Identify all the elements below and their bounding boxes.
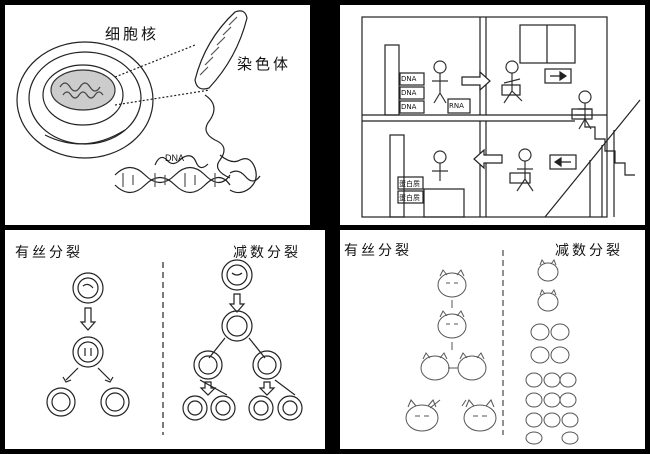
division-creatures-illustration xyxy=(405,250,579,445)
dna-label: DNA xyxy=(165,153,185,163)
meiosis-creatures xyxy=(525,258,579,445)
nucleus-label: 细胞核 xyxy=(105,25,160,43)
chromosome xyxy=(194,10,248,90)
arrow-left-icon xyxy=(473,148,503,170)
panel-division-creatures: 有丝分裂 减数分裂 xyxy=(340,230,645,449)
mitosis-cells xyxy=(46,272,130,417)
mitosis-label: 有丝分裂 xyxy=(344,243,412,259)
division-cells-illustration xyxy=(46,259,303,435)
panel-protein-factory: DNA DNA DNA RNA 蛋白质 蛋白质 xyxy=(340,5,645,225)
rna-box-label: RNA xyxy=(449,102,464,110)
chromosome-label: 染色体 xyxy=(237,55,292,73)
cell-illustration xyxy=(16,10,261,194)
panel-cell-dna: 细胞核 染色体 DNA xyxy=(5,5,310,225)
mitosis-label: 有丝分裂 xyxy=(15,245,83,261)
dna-box-label-1: DNA xyxy=(401,75,417,83)
factory-illustration xyxy=(361,16,641,218)
cell-membrane xyxy=(16,41,154,159)
dna-box-label-3: DNA xyxy=(401,103,417,111)
meiosis-cells xyxy=(182,259,303,421)
protein-box-label-2: 蛋白质 xyxy=(399,194,420,202)
stairs xyxy=(575,114,635,176)
protein-box-label-1: 蛋白质 xyxy=(399,180,420,188)
panel-division-cells: 有丝分裂 减数分裂 xyxy=(5,230,325,449)
arrow-right-icon xyxy=(461,70,491,92)
dna-helix xyxy=(114,166,231,184)
nucleus xyxy=(42,64,124,126)
mitosis-creatures xyxy=(405,269,497,432)
building xyxy=(361,16,608,218)
meiosis-label: 减数分裂 xyxy=(555,243,623,259)
meiosis-label: 减数分裂 xyxy=(233,245,301,261)
sign-left xyxy=(549,154,577,170)
dna-box-label-2: DNA xyxy=(401,89,417,97)
sign-right xyxy=(544,68,572,84)
